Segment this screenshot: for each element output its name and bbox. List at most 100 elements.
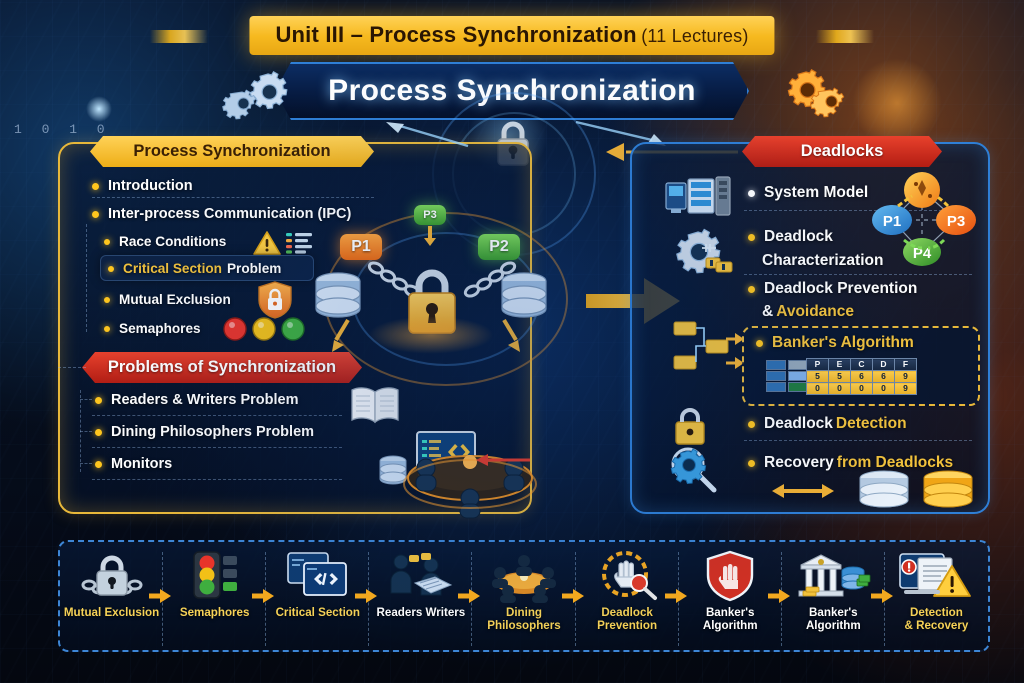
bullet-icon bbox=[748, 420, 755, 428]
step-semaphores[interactable]: Semaphores bbox=[163, 542, 275, 656]
divider bbox=[92, 447, 342, 448]
step-critical-section[interactable]: Critical Section bbox=[266, 542, 378, 656]
list-item-label-gold: from Deadlocks bbox=[836, 454, 954, 471]
list-item-label: Problem bbox=[226, 261, 282, 276]
step-label: Readers Writers bbox=[376, 606, 466, 619]
list-item-label: Monitors bbox=[111, 456, 173, 472]
arrow-up-left-icon bbox=[380, 120, 470, 150]
bankers-legend-row-1 bbox=[766, 360, 808, 370]
table-header-cell: F bbox=[894, 358, 917, 371]
dining-table-icon bbox=[486, 548, 562, 604]
bullet-icon bbox=[95, 460, 102, 468]
right-panel-header: Deadlocks bbox=[742, 136, 942, 167]
list-item-dining-philosophers[interactable]: Dining Philosophers Problem bbox=[95, 424, 314, 440]
divider bbox=[92, 415, 342, 416]
left-panel-header-label: Process Synchronization bbox=[133, 142, 331, 160]
arrow-right-small-icon bbox=[726, 332, 744, 346]
list-item-deadlock-characterization[interactable]: Deadlock bbox=[748, 228, 833, 246]
stop-hand-magnifier-icon bbox=[595, 548, 659, 604]
table-header-row: P E C D F bbox=[806, 358, 917, 371]
table-header-cell: C bbox=[850, 358, 873, 371]
list-item-label: Recovery bbox=[764, 454, 834, 471]
list-item-bankers-algorithm[interactable]: Banker's Algorithm bbox=[756, 334, 914, 352]
bullet-icon bbox=[748, 285, 755, 293]
table-cell: 0 bbox=[828, 382, 851, 395]
step-label: Semaphores bbox=[179, 606, 250, 619]
chain-decoration bbox=[362, 258, 522, 302]
glow-dot-right bbox=[852, 58, 942, 148]
binary-decoration: 1 0 1 0 bbox=[14, 122, 111, 137]
step-dining-philosophers[interactable]: Dining Philosophers bbox=[472, 542, 584, 656]
tree-connector bbox=[86, 224, 87, 332]
table-header-cell: P bbox=[806, 358, 829, 371]
step-label: Banker's Algorithm bbox=[805, 606, 861, 632]
list-item-ipc[interactable]: Inter-process Communication (IPC) bbox=[92, 206, 351, 222]
resource-allocation-graph: P1 P3 P4 bbox=[860, 168, 982, 276]
list-item-race-conditions[interactable]: Race Conditions bbox=[104, 234, 226, 249]
padlock-chain-icon bbox=[81, 548, 143, 604]
step-label: Critical Section bbox=[275, 606, 360, 619]
list-item-deadlock-detection[interactable]: Deadlock Detection bbox=[748, 415, 907, 433]
main-title-plate: Process Synchronization bbox=[275, 62, 749, 120]
step-deadlock-prevention[interactable]: Deadlock Prevention bbox=[576, 542, 687, 656]
gear-icon-right bbox=[786, 66, 848, 118]
step-readers-writers[interactable]: Readers Writers bbox=[369, 542, 481, 656]
step-mutual-exclusion[interactable]: Mutual Exclusion bbox=[60, 542, 172, 656]
divider bbox=[744, 440, 972, 441]
legend-swatch bbox=[766, 382, 786, 392]
code-window-icon bbox=[286, 548, 350, 604]
list-item-readers-writers[interactable]: Readers & Writers Problem bbox=[95, 392, 299, 408]
legend-swatch bbox=[788, 382, 808, 392]
step-bankers-algorithm-1[interactable]: Banker's Algorithm bbox=[679, 542, 790, 656]
process-badge-p2: P2 bbox=[478, 234, 520, 260]
table-cell: 5 bbox=[806, 370, 829, 383]
table-cell: 5 bbox=[828, 370, 851, 383]
step-arrow-icon bbox=[149, 588, 172, 604]
divider bbox=[92, 479, 342, 480]
legend-swatch bbox=[766, 371, 786, 381]
step-detection-recovery[interactable]: Detection & Recovery bbox=[885, 542, 988, 656]
bullet-icon bbox=[104, 296, 110, 303]
divider bbox=[744, 274, 972, 275]
right-panel-header-label: Deadlocks bbox=[800, 142, 884, 160]
list-item-introduction[interactable]: Introduction bbox=[92, 178, 193, 194]
list-item-semaphores[interactable]: Semaphores bbox=[104, 321, 201, 336]
step-arrow-icon bbox=[767, 588, 790, 604]
list-item-label: System Model bbox=[764, 184, 869, 201]
bullet-icon bbox=[104, 325, 110, 332]
arrow-down-left-icon bbox=[330, 318, 352, 354]
step-arrow-icon bbox=[355, 588, 378, 604]
step-bankers-algorithm-2[interactable]: Banker's Algorithm bbox=[782, 542, 893, 656]
divider bbox=[58, 367, 86, 368]
unit-banner-lectures: (11 Lectures) bbox=[641, 26, 749, 46]
bankers-table: P E C D F 5 5 6 6 9 0 0 0 0 9 bbox=[806, 358, 917, 395]
list-item-label: Mutual Exclusion bbox=[119, 292, 231, 307]
database-icon-orange bbox=[920, 470, 976, 514]
list-item-critical-section-problem[interactable]: Critical Section Problem bbox=[108, 261, 281, 276]
list-item-label-gold: Banker's Algorithm bbox=[772, 334, 914, 351]
table-cell: 0 bbox=[806, 382, 829, 395]
list-item-label: Dining Philosophers Problem bbox=[111, 424, 315, 440]
shield-hand-icon bbox=[704, 548, 756, 604]
semaphore-lights-icon bbox=[222, 316, 306, 342]
list-item-monitors[interactable]: Monitors bbox=[95, 456, 172, 472]
table-cell: 0 bbox=[872, 382, 895, 395]
warning-triangle-icon bbox=[252, 230, 282, 256]
critical-section-highlight bbox=[100, 255, 314, 281]
list-item-system-model[interactable]: System Model bbox=[748, 184, 868, 202]
book-icon bbox=[348, 382, 402, 426]
svg-text:P3: P3 bbox=[947, 213, 965, 230]
gear-fork-icon bbox=[672, 228, 742, 286]
step-arrow-icon bbox=[664, 588, 687, 604]
list-item-recovery-deadlocks[interactable]: Recovery from Deadlocks bbox=[748, 454, 953, 472]
list-item-label-gold: Detection bbox=[835, 415, 907, 432]
problems-header-label: Problems of Synchronization bbox=[107, 358, 337, 376]
bank-icon bbox=[797, 548, 871, 604]
flowchart-icon bbox=[672, 318, 732, 372]
legend-swatch bbox=[766, 360, 786, 370]
table-row: 0 0 0 0 9 bbox=[806, 382, 917, 395]
list-item-label: Semaphores bbox=[119, 321, 201, 336]
list-item-deadlock-prevention[interactable]: Deadlock Prevention bbox=[748, 280, 917, 298]
list-item-label: Deadlock bbox=[764, 415, 833, 432]
list-item-mutual-exclusion[interactable]: Mutual Exclusion bbox=[104, 292, 231, 307]
